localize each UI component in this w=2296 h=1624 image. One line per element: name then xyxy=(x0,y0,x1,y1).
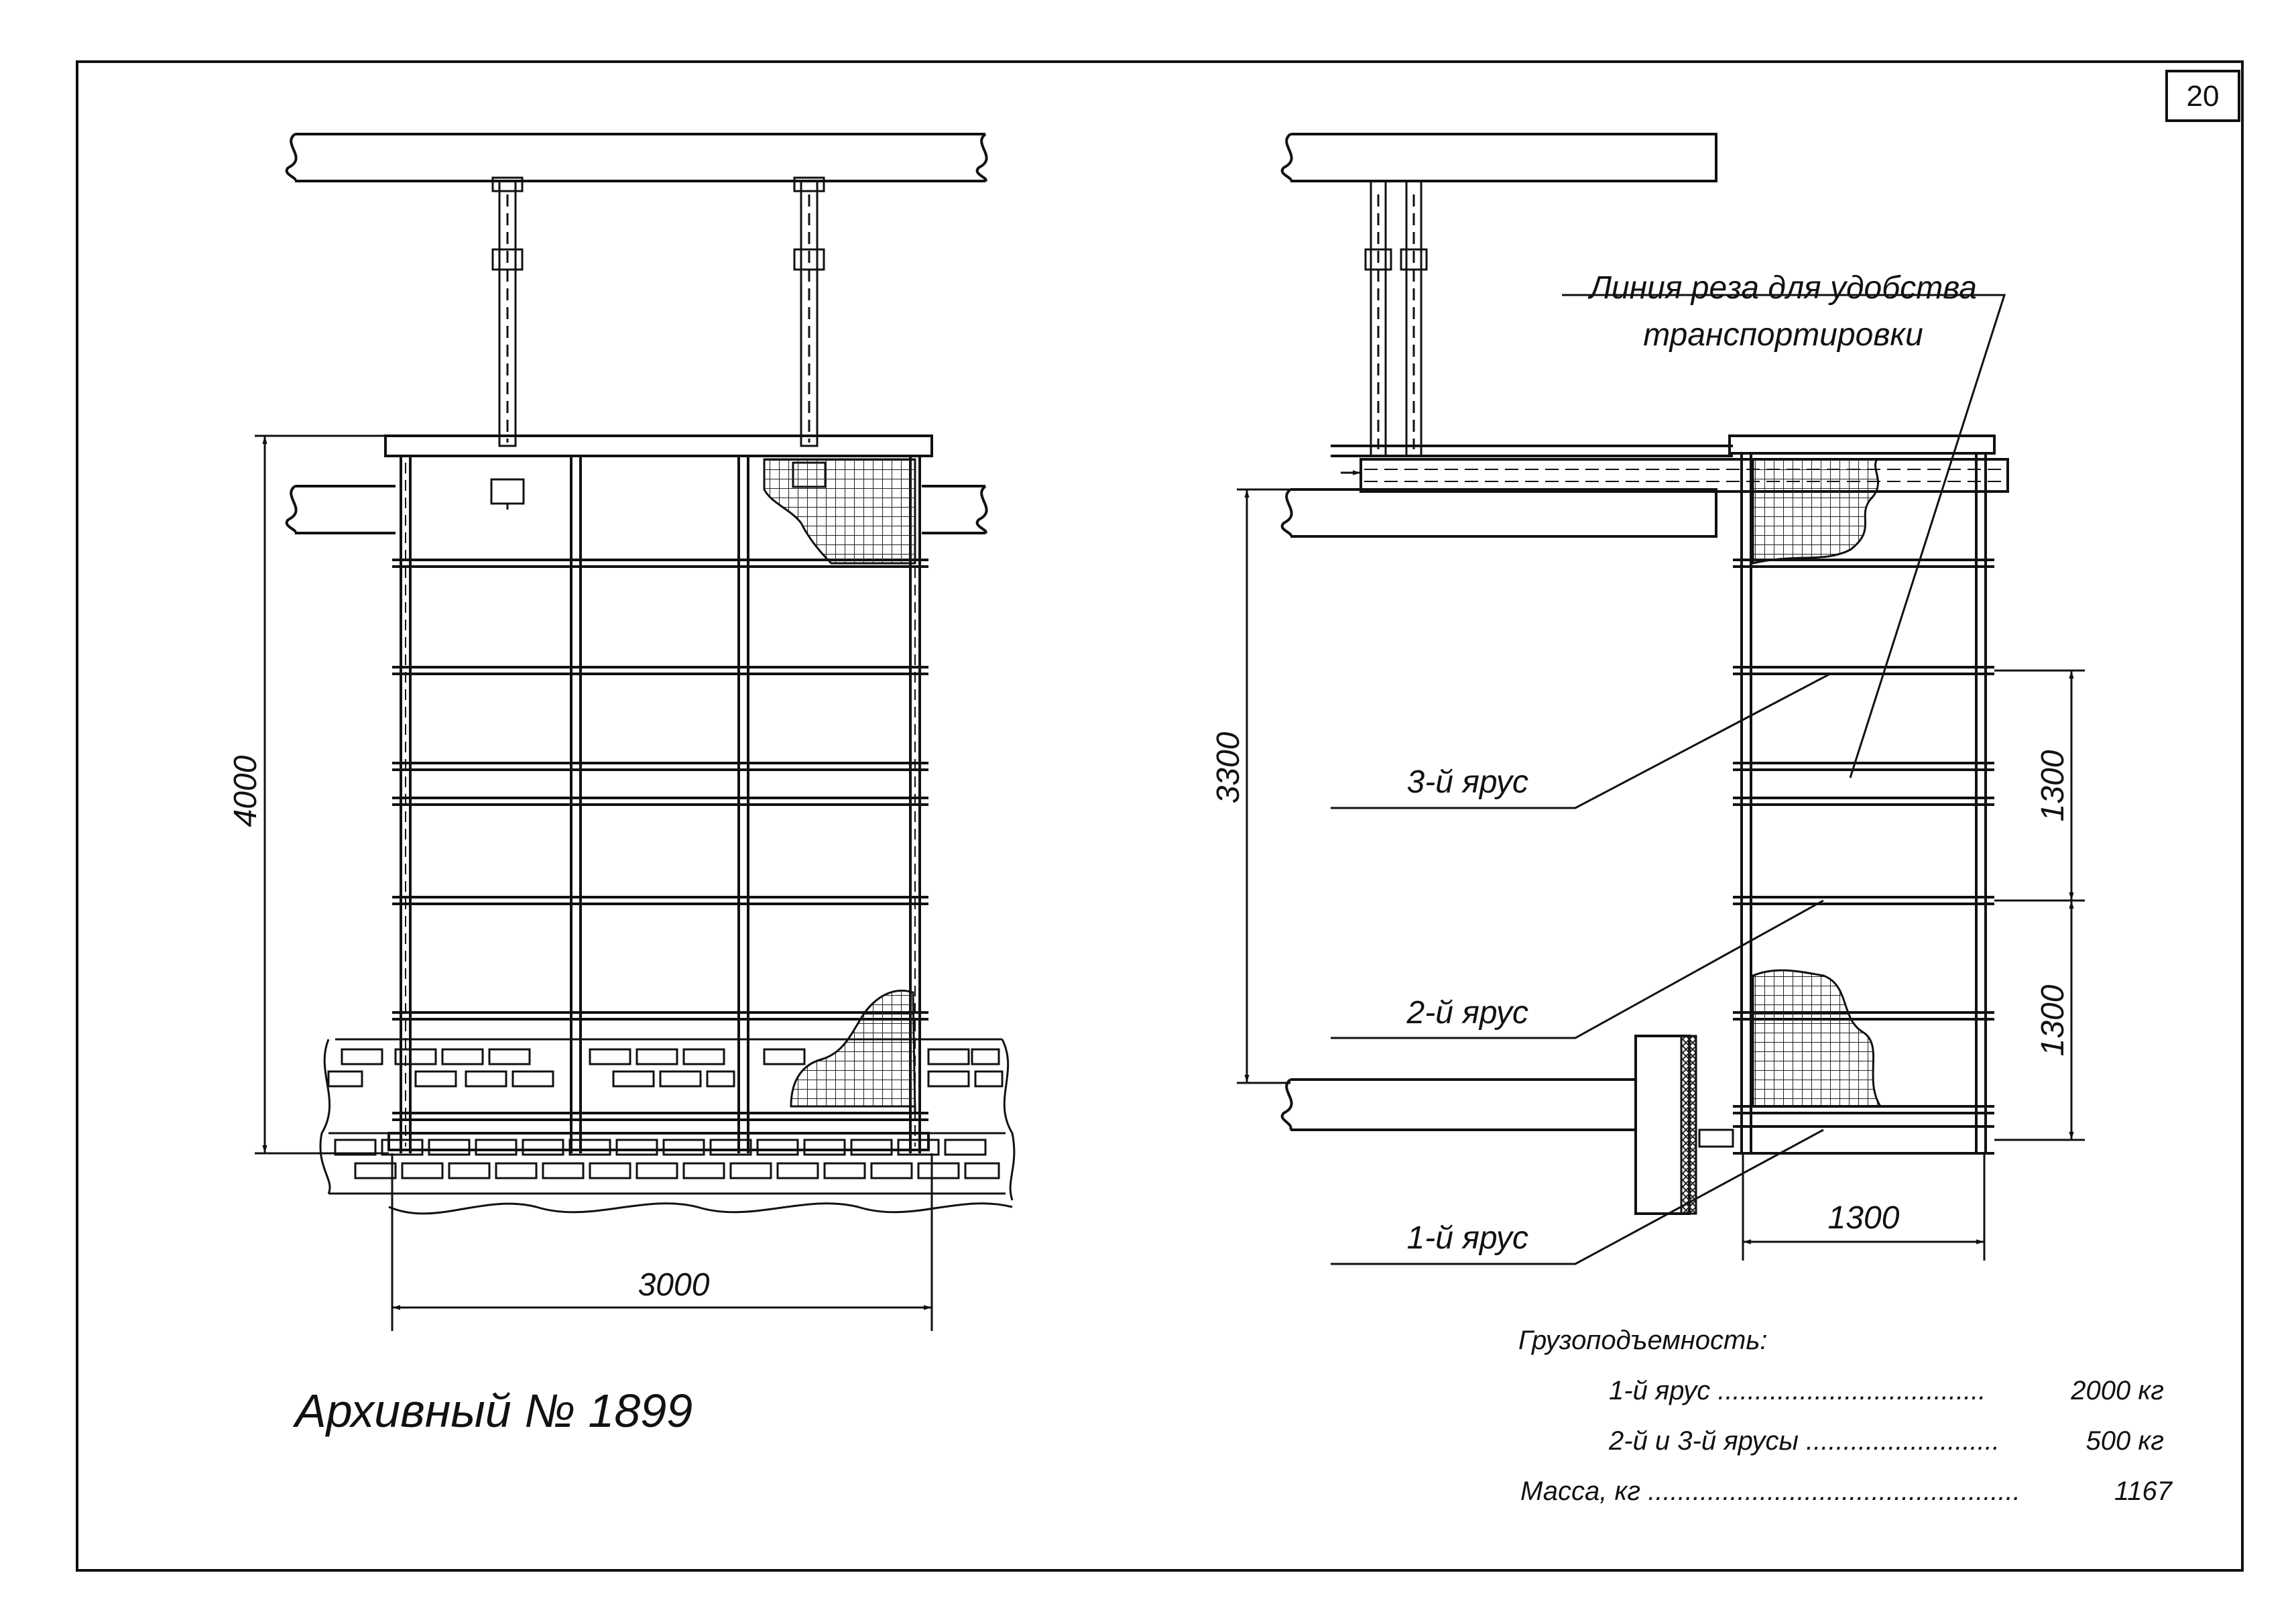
cut-line-note-1: Линия реза для удобства xyxy=(1587,270,1977,306)
specs-heading: Грузоподъемность: xyxy=(1518,1326,1767,1355)
front-view: 4000 3000 xyxy=(228,133,1016,1331)
lower-slab-right xyxy=(1280,1078,1636,1131)
dimension-3000 xyxy=(391,1153,933,1331)
base-plate-left xyxy=(387,1132,930,1151)
brick-rows-left xyxy=(327,1048,1004,1179)
specs-row3-label: Масса, кг ..............................… xyxy=(1520,1476,2020,1506)
specs-row1-label: 1-й ярус ...............................… xyxy=(1609,1376,1986,1405)
mesh-patch-bottom-left xyxy=(790,989,916,1114)
tier1-label: 1-й ярус xyxy=(1407,1220,1528,1256)
ceiling-beam-right xyxy=(1280,133,1717,182)
dimension-tier-lower-label: 1300 xyxy=(2035,984,2071,1056)
sheet-frame xyxy=(76,60,2244,1572)
mesh-patch-top-left xyxy=(763,458,916,565)
hanger-rods-right xyxy=(1364,180,1428,457)
ceiling-beam-left xyxy=(285,133,988,182)
tier3-label: 3-й ярус xyxy=(1407,764,1528,800)
wall-hatch-right xyxy=(1680,1035,1697,1215)
dimension-tier-upper-label: 1300 xyxy=(2035,750,2071,821)
dimension-4000 xyxy=(255,434,389,1155)
cut-beam xyxy=(1360,458,2009,493)
archive-number: Архивный № 1899 xyxy=(292,1385,692,1437)
dimension-3300-label: 3300 xyxy=(1211,732,1246,803)
floor-slab-left xyxy=(285,485,988,534)
dimension-depth-label: 1300 xyxy=(1828,1200,1900,1236)
hanger-rods-left xyxy=(491,176,825,447)
dimension-3000-label: 3000 xyxy=(638,1267,710,1303)
dimension-tiers xyxy=(1994,669,2085,1141)
specs-row3-value: 1167 xyxy=(2114,1476,2173,1506)
dimension-3300 xyxy=(1237,488,1290,1084)
tier2-label: 2-й ярус xyxy=(1406,995,1528,1031)
mesh-patch-bottom-right xyxy=(1752,969,1882,1108)
floor-slab-right xyxy=(1280,488,1717,538)
specs-block: Грузоподъемность: 1-й ярус .............… xyxy=(1518,1326,2173,1506)
shelves-right xyxy=(1733,559,1994,1155)
specs-row2-label: 2-й и 3-й ярусы ........................… xyxy=(1608,1426,2000,1456)
dimension-depth xyxy=(1742,1153,1986,1261)
top-platform-right xyxy=(1331,445,1733,457)
side-view: 3300 1300 1300 1300 Линия реза для удобс… xyxy=(1211,133,2085,1265)
page-number: 20 xyxy=(2187,80,2220,113)
shelves-left xyxy=(392,559,928,1121)
specs-row1-value: 2000 кг xyxy=(2070,1376,2164,1405)
specs-row2-value: 500 кг xyxy=(2086,1426,2164,1456)
page-number-box xyxy=(2165,70,2240,122)
mesh-patch-top-right xyxy=(1752,458,1879,565)
dimension-4000-label: 4000 xyxy=(228,755,263,827)
leader-lines xyxy=(1331,294,2006,1265)
cut-line-note-2: транспортировки xyxy=(1643,317,1923,353)
top-plate-left xyxy=(384,434,933,457)
